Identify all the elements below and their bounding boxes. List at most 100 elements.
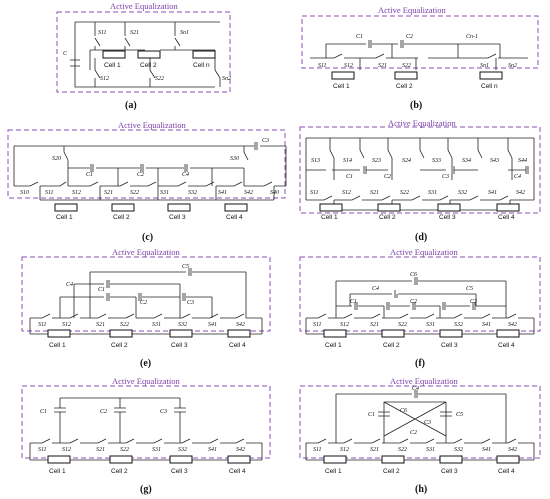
cell-label: Cell 2 <box>111 468 128 475</box>
switch-label: S41 <box>488 189 497 196</box>
switch-label: S21 <box>370 322 379 328</box>
cap-label: C <box>63 51 68 57</box>
cap-label: C1 <box>356 34 363 40</box>
switch-label: S11 <box>318 63 327 69</box>
cell-icon <box>54 203 78 212</box>
cap-label: C1 <box>346 174 353 180</box>
cell-icon <box>169 329 193 338</box>
cell-label: Cell 2 <box>113 214 130 221</box>
switch-label: S42 <box>508 446 517 453</box>
switch-label: S32 <box>454 447 463 453</box>
cap-label: C1 <box>350 299 357 305</box>
cell-icon <box>319 203 343 212</box>
cap-label: C3 <box>262 138 269 144</box>
switch-label: S22 <box>402 63 411 69</box>
box-label: Active Equalization <box>390 376 458 386</box>
cell-label: Cell 4 <box>229 342 246 349</box>
switch-label: S31 <box>152 322 161 328</box>
active-equalization-box <box>299 385 541 459</box>
switch-label: S42 <box>516 189 525 196</box>
switch-label: Sn1 <box>480 63 489 69</box>
active-equalization-box <box>299 256 541 332</box>
cap-label: C1 <box>98 287 105 293</box>
panel-e: Active Equalization C4 C5 C1 C2 C3 S11 S… <box>21 247 271 369</box>
cell-label: Cell 3 <box>171 468 188 475</box>
cap-label: C3 <box>160 409 167 415</box>
cell-icon <box>323 455 347 464</box>
active-equalization-box <box>21 256 271 332</box>
cap-label: C3 <box>470 299 477 305</box>
box-label: Active Equalization <box>388 118 456 128</box>
cell-icon <box>439 329 463 338</box>
cell-icon <box>47 455 71 464</box>
cell-label: Cell 3 <box>441 342 458 349</box>
switch-label: S32 <box>178 322 187 328</box>
switch-label: S41 <box>482 446 491 453</box>
switch-label: S22 <box>120 447 129 453</box>
switch-label: S11 <box>38 447 47 453</box>
cell-label: Cell 2 <box>383 468 400 475</box>
cell-icon <box>496 329 520 338</box>
cell-label: Cell 1 <box>56 214 73 221</box>
switch-label: Sn2 <box>222 76 231 82</box>
panel-d: Active Equalization S13 S14 S23 S24 S33 … <box>299 118 541 243</box>
cell-label: Cell n <box>193 62 210 69</box>
switch-label: S34 <box>462 157 471 164</box>
switch-label: S31 <box>426 447 435 453</box>
active-equalization-box <box>56 11 231 93</box>
cell-icon <box>381 455 405 464</box>
cell-label: Cell 4 <box>229 468 246 475</box>
cell-label: Cell 4 <box>498 468 515 475</box>
cell-icon <box>111 203 135 212</box>
cell-label: Cell 3 <box>439 214 456 221</box>
switch-label: S30 <box>230 156 239 162</box>
cell-icon <box>331 71 355 80</box>
cell-label: Cell 4 <box>498 342 515 349</box>
cell-icon <box>169 455 193 464</box>
cell-label: Cell n <box>481 83 498 90</box>
switch-label: S21 <box>96 447 105 453</box>
switch-label: S22 <box>400 190 409 196</box>
box-label: Active Equalization <box>110 1 178 11</box>
switch-label: S11 <box>98 30 107 36</box>
cap-label: C3 <box>442 174 449 180</box>
switch-label: S43 <box>490 157 499 164</box>
panel-tag: (g) <box>140 484 152 495</box>
cap-label: C2 <box>406 34 413 40</box>
cell-label: Cell 2 <box>396 83 413 90</box>
box-label: Active Equalization <box>118 120 186 130</box>
switch-label: S20 <box>52 156 61 162</box>
switch-label: S23 <box>372 158 381 164</box>
active-equalization-box <box>299 126 541 214</box>
cell-label: Cell 1 <box>321 214 338 221</box>
cell-icon <box>496 455 520 464</box>
switch-label: S33 <box>432 158 441 164</box>
cap-label: C1 <box>40 409 47 415</box>
box-label: Active Equalization <box>390 247 458 257</box>
switch-label: S12 <box>340 322 349 328</box>
switch-label: S41 <box>482 321 491 328</box>
switch-label: S11 <box>38 322 47 328</box>
switch-label: S21 <box>370 447 379 453</box>
circuit-wiring <box>305 137 535 211</box>
cell-icon <box>109 455 133 464</box>
cap-label: C4 <box>66 281 73 288</box>
active-equalization-box <box>21 385 271 459</box>
cell-icon <box>496 203 520 212</box>
panel-tag: (a) <box>125 100 137 111</box>
cell-icon <box>227 455 251 464</box>
switch-label: S41 <box>218 189 227 196</box>
cap-label: C5 <box>466 286 473 292</box>
cell-label: Cell 3 <box>441 468 458 475</box>
panel-g: Active Equalization C1 C2 C3 S11 S12 S21… <box>21 376 271 495</box>
panel-f: Active Equalization C6 C4 C5 C1 C2 C3 S1… <box>299 247 541 369</box>
switch-label: S31 <box>160 190 169 196</box>
box-label: Active Equalization <box>112 247 180 257</box>
panel-h: Active Equalization C4 C1 C5 C6 C3 C2 S1… <box>299 376 541 495</box>
cell-icon <box>137 50 161 59</box>
switch-label: S12 <box>62 447 71 453</box>
switch-label: S11 <box>313 447 322 453</box>
cell-icon <box>377 203 401 212</box>
switch-label: S40 <box>270 189 279 196</box>
